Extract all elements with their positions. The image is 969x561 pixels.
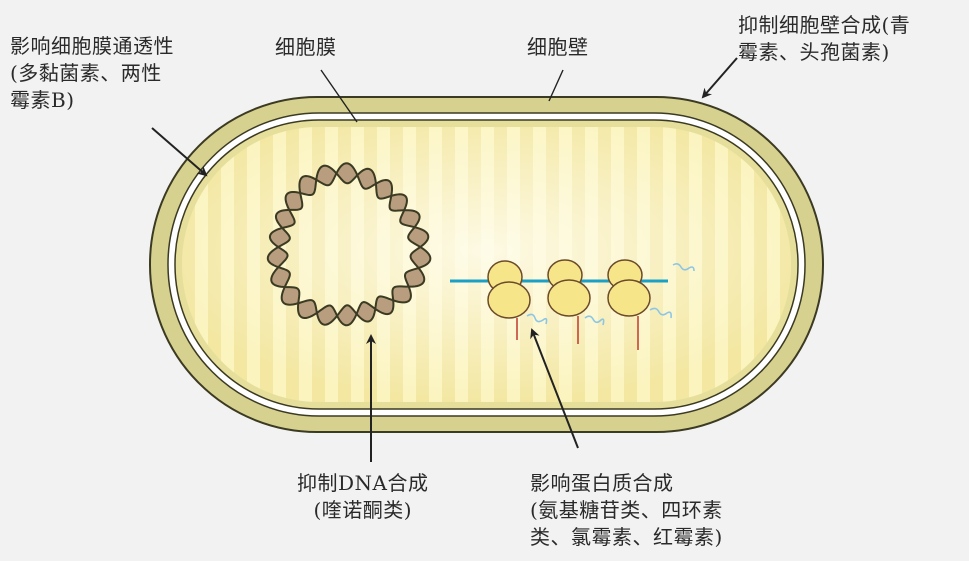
label-protein-synthesis: 影响蛋白质合成 (氨基糖苷类、四环素 类、氯霉素、红霉素): [530, 470, 723, 551]
label-wall-synthesis: 抑制细胞壁合成(青 霉素、头孢菌素): [738, 12, 910, 66]
label-dna-synthesis: 抑制DNA合成 (喹诺酮类): [297, 470, 428, 524]
label-membrane-permeability: 影响细胞膜通透性 (多黏菌素、两性 霉素B): [10, 33, 174, 114]
arrow-wall-synthesis: [703, 58, 737, 97]
label-cell-membrane: 细胞膜: [275, 34, 337, 61]
label-cell-wall: 细胞壁: [527, 34, 589, 61]
